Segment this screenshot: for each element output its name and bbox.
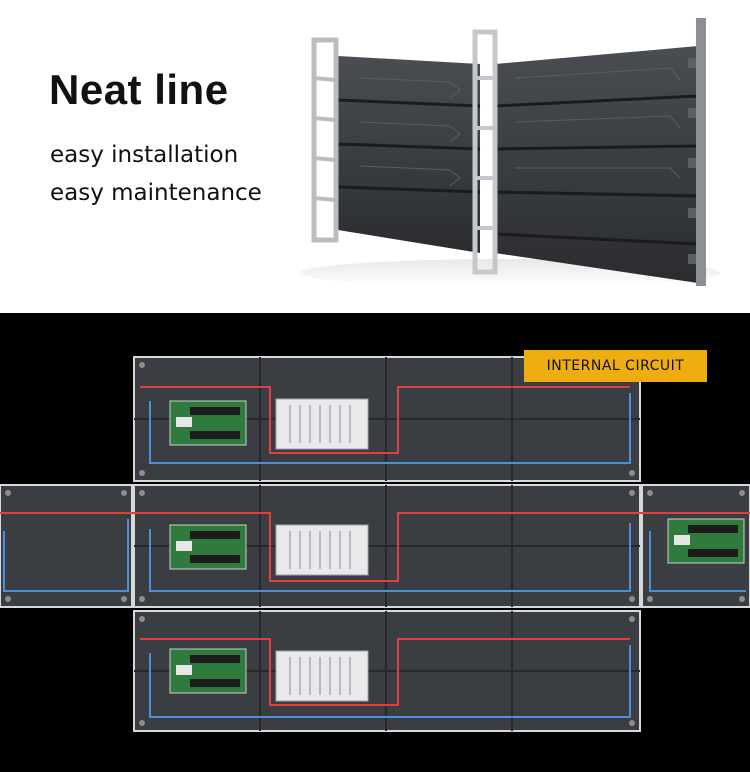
- internal-circuit-badge: INTERNAL CIRCUIT: [524, 350, 707, 382]
- feature-easy-installation: easy installation: [50, 142, 239, 168]
- led-wall-illustration: [300, 18, 720, 287]
- hero-title: Neat line: [49, 66, 229, 113]
- circuit-diagram: [0, 356, 750, 732]
- feature-easy-maintenance: easy maintenance: [50, 180, 262, 206]
- power-supply: [275, 398, 369, 702]
- hero-section: Neat line easy installation easy mainten…: [0, 0, 750, 313]
